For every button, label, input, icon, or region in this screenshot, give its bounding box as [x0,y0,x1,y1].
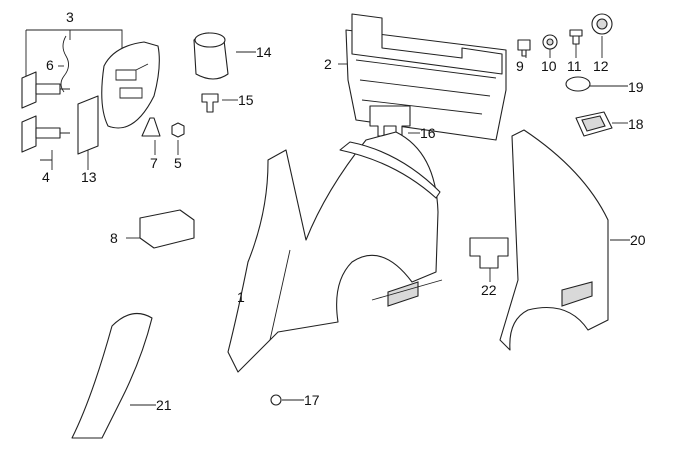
side-panel-part [227,131,443,373]
plug-17-part [270,394,282,406]
clip-part [201,93,219,113]
callout-3: 3 [66,9,74,25]
callout-12: 12 [593,58,609,74]
callout-5: 5 [174,155,182,171]
callout-17: 17 [304,392,320,408]
spring-part [60,35,69,93]
callout-18: 18 [628,116,644,132]
wheel-arch-part [71,312,153,439]
leader-lines [25,29,630,406]
callout-11: 11 [567,58,582,74]
callout-15: 15 [238,92,254,108]
fuel-flap-part [101,41,160,129]
callout-1: 1 [237,289,245,305]
callout-14: 14 [256,44,272,60]
bracket-16-part [369,105,411,137]
outer-panel-part [499,129,609,351]
cover-inner [581,115,606,132]
grommet-part [141,117,161,137]
callout-7: 7 [150,155,158,171]
callout-10: 10 [541,58,557,74]
callout-9: 9 [516,58,524,74]
callout-2: 2 [324,56,332,72]
callout-4: 4 [42,169,50,185]
callout-16: 16 [420,125,436,141]
callout-19: 19 [628,79,644,95]
plug-center [596,18,608,30]
bolt-part [517,39,531,57]
seal-part [565,76,591,92]
bracket-22-part [469,237,509,269]
screw-part [569,29,583,45]
callout-21: 21 [156,397,172,413]
callout-13: 13 [81,169,97,185]
nut-part [171,122,185,138]
hinge-part [21,71,70,153]
cap-part [193,32,229,80]
callout-22: 22 [481,282,497,298]
callout-6: 6 [46,57,54,73]
washer-hole [546,38,554,46]
bracket-part [77,95,99,155]
callout-20: 20 [630,232,646,248]
callout-8: 8 [110,230,118,246]
lock-part [139,209,195,249]
